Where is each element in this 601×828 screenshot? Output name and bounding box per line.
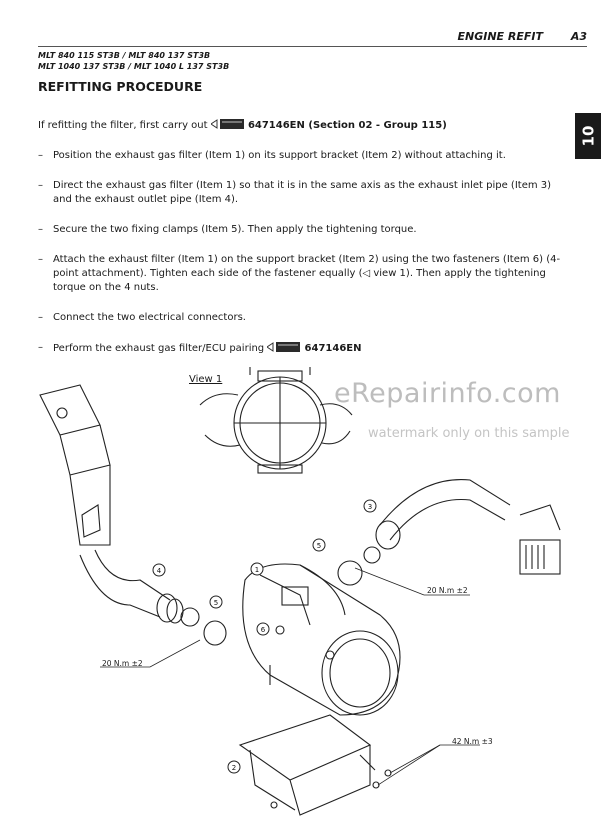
callout-4 [152,563,166,577]
callout-2 [227,760,241,774]
callout-5a-label: 5 [317,542,321,550]
watermark-note: watermark only on this sample [368,426,570,441]
view-1-label: View 1 [189,374,223,385]
header-rule [38,46,587,47]
torque-label-clamp-bottom: 20 N.m ±2 [102,659,143,668]
header-code: A3 [570,30,587,43]
callout-1-label: 1 [255,566,259,574]
step-3: –Secure the two fixing clamps (Item 5). … [38,223,563,237]
step-dash: – [38,180,43,191]
step-dash: – [38,312,43,323]
intro-text: If refitting the filter, first carry out [38,120,208,131]
step-4: –Attach the exhaust filter (Item 1) on t… [38,253,563,295]
inlet-pipe-drawing [337,478,511,586]
left-bracket-drawing [39,384,111,546]
step-6: – Perform the exhaust gas filter/ECU pai… [38,341,563,356]
model-list: MLT 840 115 ST3B / MLT 840 137 ST3B MLT … [38,50,229,72]
callout-3 [363,499,377,513]
callout-5b [209,595,223,609]
model-line-2: MLT 1040 137 ST3B / MLT 1040 L 137 ST3B [38,62,230,71]
callout-4-label: 4 [157,567,162,575]
callout-6 [256,622,270,636]
step-text: Perform the exhaust gas filter/ECU pairi… [53,343,265,354]
step-dash: – [38,342,43,353]
torque-label-nuts: 42 N.m ±3 [452,737,493,746]
callout-2-label: 2 [232,764,236,772]
step-dash: – [38,254,43,265]
ecu-drawing [519,504,561,575]
callout-3-label: 3 [368,503,372,511]
exploded-diagram: 1 2 3 4 5 5 6 [39,367,561,816]
header-title: ENGINE REFIT [457,30,544,43]
callout-1 [250,562,264,576]
step-text: Direct the exhaust gas filter (Item 1) s… [53,180,552,205]
support-bracket-drawing [238,665,392,816]
section-title: REFITTING PROCEDURE [38,79,203,94]
step-reference: 647146EN [304,343,362,354]
callout-5a [312,538,326,552]
torque-label-clamp-top: 20 N.m ±2 [427,586,468,595]
step-text: Secure the two fixing clamps (Item 5). T… [53,224,417,235]
step-dash: – [38,224,43,235]
manual-reference-icon [267,342,301,352]
step-text: Position the exhaust gas filter (Item 1)… [53,150,506,161]
step-5: –Connect the two electrical connectors. [38,311,563,325]
exhaust-filter-drawing [242,563,401,716]
step-text: Attach the exhaust filter (Item 1) on th… [53,254,561,293]
step-2: –Direct the exhaust gas filter (Item 1) … [38,179,563,207]
step-text: Connect the two electrical connectors. [53,312,246,323]
step-1: –Position the exhaust gas filter (Item 1… [38,149,563,163]
section-tab-number: 10 [579,125,597,147]
view-1-drawing [199,367,353,474]
model-line-1: MLT 840 115 ST3B / MLT 840 137 ST3B [38,51,211,60]
intro-line: If refitting the filter, first carry out… [38,118,563,133]
watermark-site: eRepairinfo.com [334,378,561,409]
procedure-body: If refitting the filter, first carry out… [38,118,563,372]
step-dash: – [38,150,43,161]
intro-reference: 647146EN (Section 02 - Group 115) [247,120,447,131]
section-tab: 10 [575,113,601,159]
callout-6-label: 6 [261,626,266,634]
clamp-lower-drawing [203,620,227,646]
manual-reference-icon [210,119,244,129]
callout-5b-label: 5 [214,599,218,607]
outlet-pipe-drawing [79,549,200,627]
